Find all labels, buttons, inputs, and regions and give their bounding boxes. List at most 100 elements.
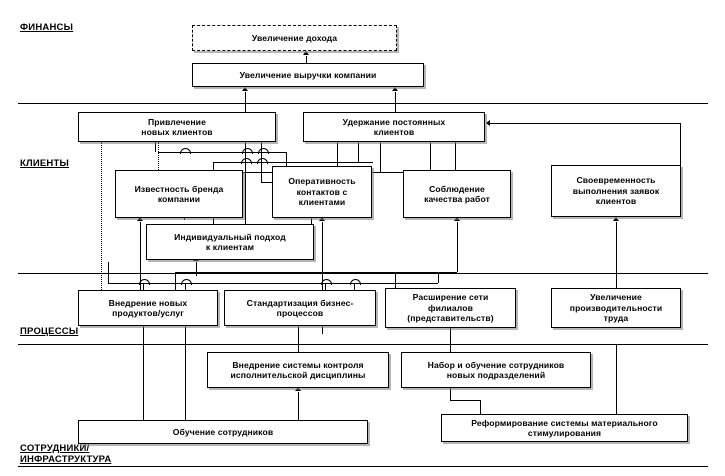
- node-increase-productivity[interactable]: Увеличение производительности труда: [551, 288, 681, 328]
- node-individual-approach[interactable]: Индивидуальный подход к клиентам: [146, 224, 314, 260]
- link-reform-to-hiring-v2: [480, 400, 481, 414]
- riser-newproducts-a: [143, 283, 144, 290]
- node-expand-branch-network[interactable]: Расширение сети филиалов (представительс…: [385, 288, 516, 328]
- link-timeliness-to-retention-h: [490, 123, 680, 124]
- divider-processes-staff: [18, 344, 708, 345]
- link-below-to-quality-v2: [175, 272, 176, 290]
- link-contact-to-attract2: [261, 142, 262, 182]
- link-retention-right-riser: [430, 142, 431, 172]
- node-label: Индивидуальный подход к клиентам: [174, 231, 286, 253]
- node-label: Оперативность контактов с клиентами: [288, 176, 356, 208]
- divider-finance-clients: [18, 103, 708, 104]
- bus-under-attract: [158, 152, 286, 153]
- riser-newproducts-b: [185, 283, 186, 290]
- riser-standard-b: [354, 283, 355, 290]
- bus-riser-right: [286, 152, 287, 166]
- link-quality-to-retention: [455, 142, 456, 170]
- node-hire-train-new-units[interactable]: Набор и обучение сотрудников новых подра…: [401, 352, 591, 388]
- node-discipline-control-system[interactable]: Внедрение системы контроля исполнительск…: [207, 352, 389, 388]
- link-training-to-individual: [196, 262, 197, 276]
- arrowhead-up: [613, 217, 619, 221]
- riser-branch-network: [395, 272, 396, 288]
- node-label: Обучение сотрудников: [172, 426, 274, 437]
- line-hop: [258, 148, 269, 154]
- link-contact-to-attract: [245, 142, 246, 224]
- arrowhead-up: [454, 217, 460, 221]
- node-label: Увеличение выручки компании: [239, 69, 377, 80]
- line-hop: [181, 279, 192, 285]
- node-label: Набор и обучение сотрудников новых подра…: [427, 359, 565, 381]
- perspective-label-processes: ПРОЦЕССЫ: [20, 326, 79, 337]
- bus-processes-left-riser: [108, 262, 109, 283]
- arrowhead-up: [319, 217, 325, 221]
- link-below-to-contact: [322, 222, 323, 334]
- node-label: Стандартизация бизнес- процессов: [246, 297, 354, 319]
- line-hop: [350, 279, 361, 285]
- line-hop: [242, 148, 253, 154]
- link-timeliness-to-retention-v: [680, 123, 681, 165]
- link-below-to-quality-h: [175, 272, 457, 273]
- arrowhead-left: [486, 120, 490, 126]
- node-work-quality[interactable]: Соблюдение качества работ: [403, 170, 511, 218]
- link-newclients-to-revenue: [245, 92, 246, 113]
- link-reform-to-productivity: [616, 344, 617, 414]
- node-increase-income[interactable]: Увеличение дохода: [192, 25, 397, 51]
- bus-individual-approach: [213, 162, 373, 163]
- node-new-products-services[interactable]: Внедрение новых продуктов/услуг: [78, 290, 218, 326]
- node-brand-awareness[interactable]: Известность бренда компании: [115, 170, 243, 218]
- link-revenue-to-income: [306, 56, 307, 64]
- divider-bottom: [18, 466, 708, 467]
- link-discipline-to-standard: [298, 326, 299, 352]
- node-label: Расширение сети филиалов (представительс…: [407, 292, 494, 324]
- node-label: Внедрение системы контроля исполнительск…: [230, 359, 366, 381]
- link-below-to-quality: [457, 222, 458, 272]
- link-productivity-up: [616, 273, 617, 288]
- node-contact-responsiveness[interactable]: Оперативность контактов с клиентами: [272, 166, 372, 218]
- divider-clients-processes: [18, 273, 708, 274]
- link-training-to-newproducts-b: [185, 326, 186, 420]
- link-brand-riser: [155, 142, 156, 152]
- riser-standard-a: [325, 283, 326, 290]
- perspective-label-clients: КЛИЕНТЫ: [20, 158, 69, 169]
- node-label: Увеличение дохода: [251, 32, 338, 43]
- arrowhead-up: [137, 217, 143, 221]
- bus-processes-to-clients: [108, 283, 438, 284]
- link-individual-to-brand: [140, 222, 141, 290]
- link-training-to-discipline: [298, 392, 299, 420]
- node-reform-incentive-system[interactable]: Реформирование системы материального сти…: [441, 414, 688, 442]
- line-hop: [139, 279, 150, 285]
- link-reform-to-hiring-h: [450, 400, 480, 401]
- node-retain-regular-clients[interactable]: Удержание постоянных клиентов: [303, 112, 485, 142]
- link-brand-to-attract-dotted: [158, 142, 159, 170]
- bus-to-retention-riser-c: [380, 142, 381, 172]
- node-increase-revenue[interactable]: Увеличение выручки компании: [192, 63, 424, 87]
- node-label: Своевременность выполнения заявок клиент…: [572, 175, 660, 207]
- line-hop: [321, 279, 332, 285]
- link-retention-to-revenue: [395, 92, 396, 113]
- link-productivity-to-timeliness: [616, 222, 617, 288]
- node-label: Увеличение производительности труда: [569, 292, 663, 324]
- node-timely-order-fulfillment[interactable]: Своевременность выполнения заявок клиент…: [551, 165, 681, 217]
- bus-processes-right-riser: [438, 272, 439, 283]
- line-hop: [241, 158, 252, 164]
- node-label: Соблюдение качества работ: [424, 183, 490, 205]
- link-training-to-newproducts-a: [143, 326, 144, 420]
- link-reform-to-hiring-v: [450, 388, 451, 400]
- arrowhead-up: [295, 387, 301, 391]
- perspective-label-finance: ФИНАНСЫ: [20, 22, 74, 33]
- node-label: Удержание постоянных клиентов: [342, 116, 446, 138]
- bus-to-retention-riser-b: [358, 142, 359, 162]
- node-standardize-processes[interactable]: Стандартизация бизнес- процессов: [224, 290, 376, 326]
- arrowhead-up: [242, 87, 248, 91]
- node-label: Известность бренда компании: [134, 183, 224, 205]
- arrowhead-up: [392, 87, 398, 91]
- node-attract-new-clients[interactable]: Привлечение новых клиентов: [78, 112, 276, 142]
- node-staff-training[interactable]: Обучение сотрудников: [78, 420, 368, 444]
- node-label: Внедрение новых продуктов/услуг: [108, 297, 188, 319]
- arrowhead-up: [303, 51, 309, 55]
- line-hop: [180, 148, 191, 154]
- bus-to-retention-riser-a: [337, 142, 338, 172]
- node-label: Привлечение новых клиентов: [141, 116, 213, 138]
- perspective-label-staff: СОТРУДНИКИ/ ИНФРАСТРУКТУРА: [20, 443, 112, 465]
